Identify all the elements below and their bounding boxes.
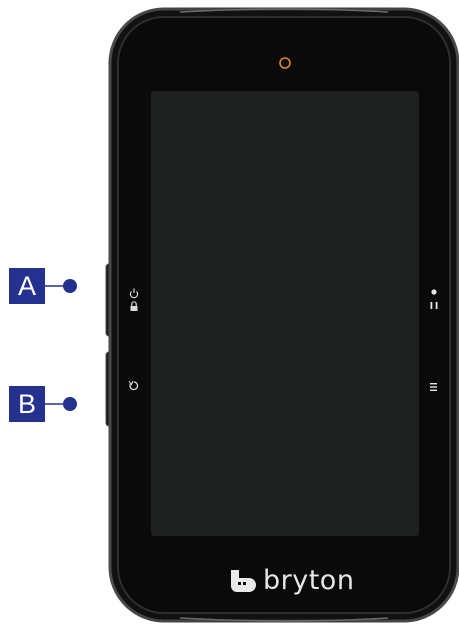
brand-logo-icon [231,570,256,592]
record-dot-icon [431,289,437,295]
callout-a-dot [63,279,77,293]
bottom-edge-highlight [179,617,389,622]
brand-wordmark: bryton [263,565,355,596]
pause-icon [430,302,438,309]
menu-icon [430,383,437,391]
callout-label-a: A [9,268,45,304]
lap-back-icon [128,380,139,391]
top-edge-highlight [179,8,389,13]
light-sensor-icon [279,57,291,69]
callout-b-dot [63,397,77,411]
callout-label-b: B [9,386,45,422]
display-screen[interactable] [151,91,419,536]
lock-icon [130,301,138,311]
power-icon [129,288,139,299]
